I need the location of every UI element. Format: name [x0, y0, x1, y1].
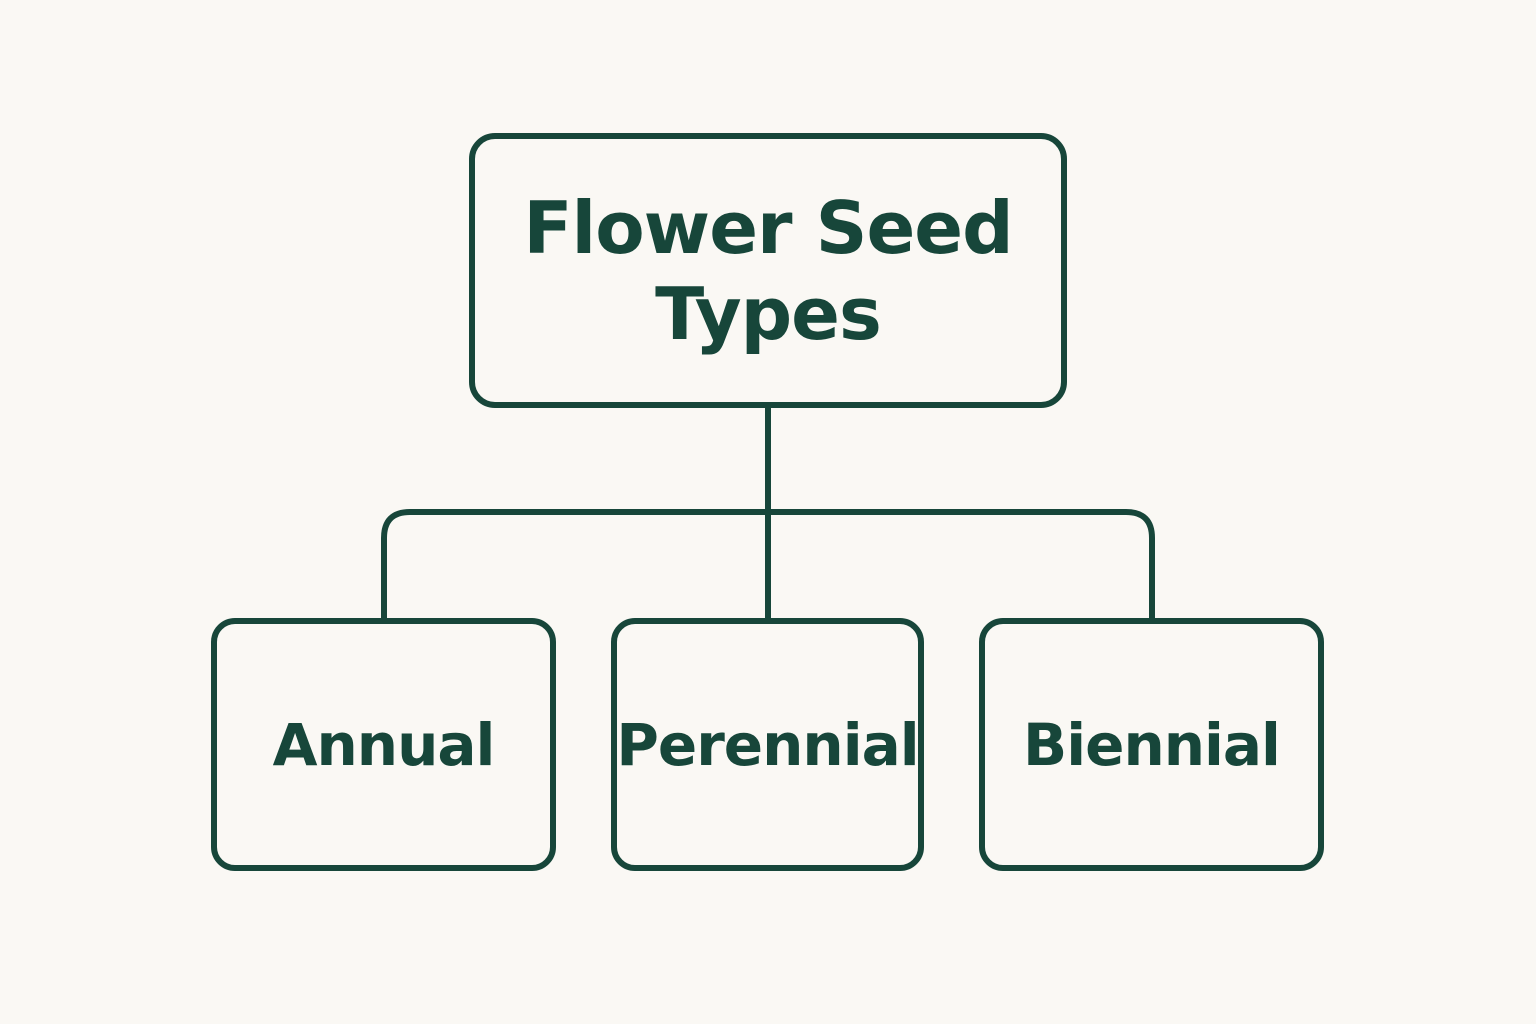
root-label: Flower Seed Types	[523, 185, 1013, 356]
child-label-biennial: Biennial	[1023, 710, 1281, 779]
child-node-biennial: Biennial	[979, 618, 1324, 871]
child-node-perennial: Perennial	[611, 618, 924, 871]
child-label-annual: Annual	[272, 710, 496, 779]
child-label-perennial: Perennial	[616, 710, 919, 779]
root-node: Flower Seed Types	[469, 133, 1067, 408]
child-node-annual: Annual	[211, 618, 556, 871]
